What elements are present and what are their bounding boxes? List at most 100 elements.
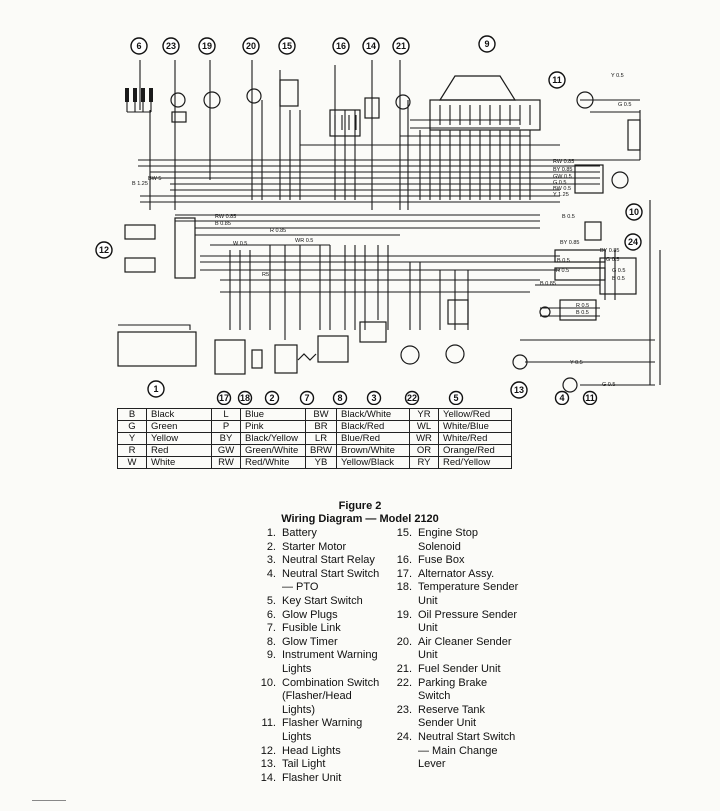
svg-text:1: 1: [153, 384, 158, 394]
callout-c17: 17: [216, 390, 232, 405]
wire-label-w3: RW 0.85: [553, 159, 574, 165]
callout-c18: 18: [237, 390, 253, 405]
legend-number: 24.: [396, 730, 412, 743]
legend-text: Reserve Tank: [418, 703, 486, 716]
legend-text: Unit: [418, 622, 438, 635]
legend-text: Lever: [418, 758, 446, 771]
svg-text:19: 19: [202, 41, 212, 51]
legend-text: Neutral Start Switch: [282, 567, 380, 580]
wire-label-w5: GW 0.5: [553, 174, 572, 180]
svg-text:8: 8: [337, 393, 342, 403]
legend-text: Fuel Sender Unit: [418, 662, 501, 675]
legend-number: 10.: [260, 676, 276, 689]
color-name: White: [146, 456, 212, 469]
color-code: G: [117, 420, 147, 433]
legend-text: Combination Switch: [282, 676, 380, 689]
color-name: Red: [146, 444, 212, 457]
legend-text: Glow Timer: [282, 635, 338, 648]
page-rule: [32, 800, 66, 801]
color-name: Red/White: [240, 456, 306, 469]
legend-text: Fuse Box: [418, 554, 465, 567]
legend-text: Battery: [282, 527, 317, 539]
callout-c5: 5: [448, 390, 464, 405]
legend-text: Oil Pressure Sender: [418, 608, 518, 621]
callout-c20: 20: [242, 37, 260, 55]
legend-number: [252, 704, 282, 718]
legend-number: 21.: [396, 662, 412, 675]
callout-c15: 15: [278, 37, 296, 55]
legend-item: 6.Glow Plugs: [252, 609, 392, 623]
legend-text: Fusible Link: [282, 622, 341, 635]
wire-label-w11: R 0.85: [270, 228, 286, 234]
wire-label-w18: B 0.5: [557, 258, 570, 264]
callout-c16: 16: [332, 37, 350, 55]
color-name: Yellow/Red: [438, 408, 512, 421]
figure-subtitle: Wiring Diagram — Model 2120: [281, 513, 439, 525]
legend-text: Lights): [282, 703, 316, 716]
color-code: GW: [211, 444, 241, 457]
legend-text: Neutral Start Switch: [418, 730, 516, 743]
color-name: Blue: [240, 408, 306, 421]
legend-item: 2.Starter Motor: [252, 541, 392, 555]
wire-label-w13: WR 0.5: [295, 238, 313, 244]
svg-text:14: 14: [366, 41, 376, 51]
color-name: Green/White: [240, 444, 306, 457]
color-code: W: [117, 456, 147, 469]
wire-label-w21: B 0.5: [612, 276, 625, 282]
wire-label-w4: BY 0.85: [553, 167, 572, 173]
color-code: WL: [409, 420, 439, 433]
legend-number: [388, 745, 418, 759]
legend-text: (Flasher/Head: [282, 690, 352, 703]
wire-label-w7: BW 0.5: [553, 186, 571, 192]
color-code: B: [117, 408, 147, 421]
legend-text: Switch: [418, 690, 451, 703]
legend-text: — Main Change: [418, 744, 498, 757]
legend-item: 21. Fuel Sender Unit: [388, 663, 528, 677]
legend-item: 4.Neutral Start Switch— PTO: [252, 568, 392, 595]
legend-number: [252, 581, 282, 595]
wire-label-w12: W 0.5: [233, 241, 247, 247]
color-name: Yellow: [146, 432, 212, 445]
figure-title: Figure 2: [338, 500, 382, 512]
color-code: P: [211, 420, 241, 433]
color-name: Green: [146, 420, 212, 433]
callout-c11a: 11: [548, 71, 566, 89]
svg-text:3: 3: [371, 393, 376, 403]
legend-number: [388, 622, 418, 636]
callout-c9: 9: [478, 35, 496, 53]
legend-text: Sender Unit: [418, 717, 477, 730]
color-code: LR: [305, 432, 337, 445]
legend-number: [388, 541, 418, 555]
legend-text: Temperature Sender: [418, 581, 519, 594]
color-name: White/Blue: [438, 420, 512, 433]
callout-c2: 2: [264, 390, 280, 405]
svg-text:2: 2: [269, 393, 274, 403]
callout-c14: 14: [362, 37, 380, 55]
legend-text: Flasher Warning: [282, 717, 363, 730]
svg-text:7: 7: [304, 393, 309, 403]
wire-label-w2: G 0.5: [618, 102, 631, 108]
svg-text:11: 11: [552, 75, 562, 85]
callout-c11b: 11: [582, 390, 598, 405]
callout-c19: 19: [198, 37, 216, 55]
wire-label-w1: Y 0.5: [611, 73, 624, 79]
glow-plugs: [125, 88, 153, 113]
color-code: BY: [211, 432, 241, 445]
legend-number: 1.: [266, 527, 276, 539]
legend-number: 2.: [266, 540, 276, 553]
callout-c23: 23: [162, 37, 180, 55]
legend-text: Tail Light: [282, 758, 326, 771]
legend-item: 7.Fusible Link: [252, 622, 392, 636]
legend-item: 16.Fuse Box: [388, 554, 528, 568]
